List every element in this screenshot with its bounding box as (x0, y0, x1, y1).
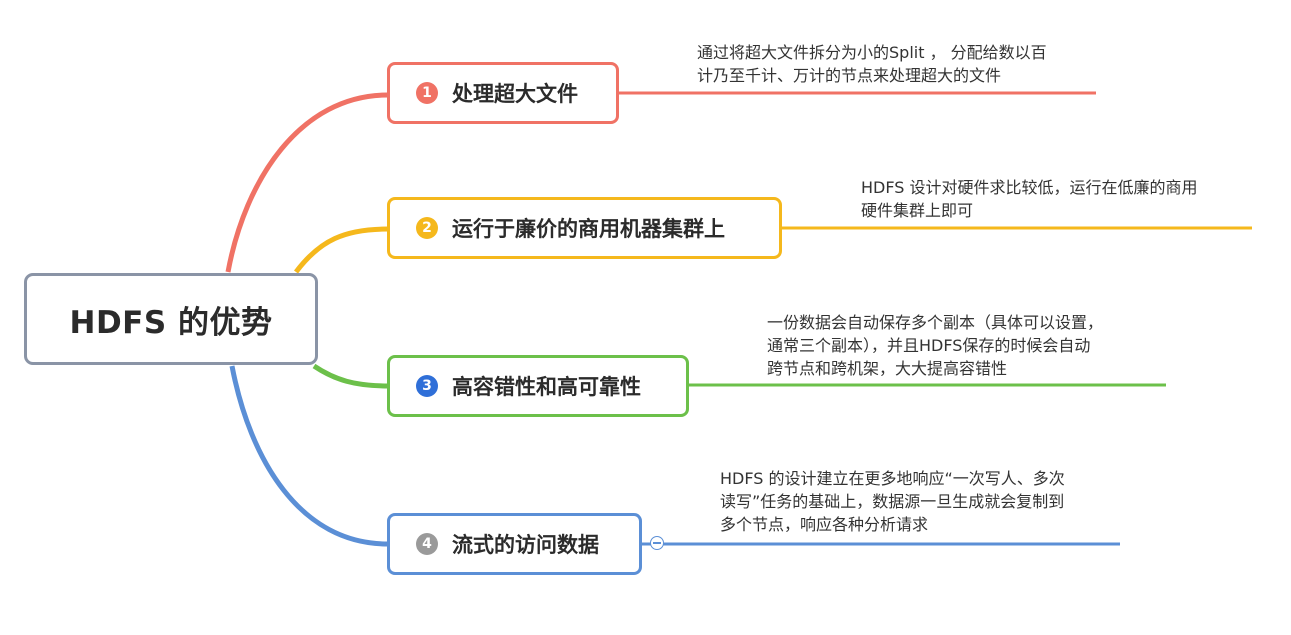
number-1-icon: 1 (416, 82, 438, 104)
topic-streaming-access[interactable]: 4 流式的访问数据 (387, 513, 642, 575)
note-fault-tolerance: 一份数据会自动保存多个副本（具体可以设置， 通常三个副本），并且HDFS保存的时… (767, 311, 1103, 380)
note-line: 通常三个副本），并且HDFS保存的时候会自动 (767, 336, 1091, 355)
connector-root-branch3 (312, 363, 389, 389)
number-4-icon: 4 (416, 533, 438, 555)
note-line: 读写”任务的基础上，数据源一旦生成就会复制到 (720, 492, 1065, 511)
collapse-toggle-icon[interactable] (650, 536, 664, 550)
connector-root-branch1 (225, 92, 389, 273)
note-line: HDFS 设计对硬件求比较低，运行在低廉的商用 (861, 178, 1198, 197)
topic-commodity-clusters[interactable]: 2 运行于廉价的商用机器集群上 (387, 197, 782, 259)
number-3-icon: 3 (416, 375, 438, 397)
note-line: 硬件集群上即可 (861, 201, 974, 220)
note-line: 通过将超大文件拆分为小的Split ， 分配给数以百 (697, 43, 1047, 62)
topic-label: 高容错性和高可靠性 (452, 375, 641, 399)
topic-process-large-files[interactable]: 1 处理超大文件 (387, 62, 619, 124)
topic-label: 运行于廉价的商用机器集群上 (452, 217, 725, 241)
number-2-icon: 2 (416, 217, 438, 239)
topic-label: 流式的访问数据 (452, 533, 599, 557)
note-line: HDFS 的设计建立在更多地响应“一次写人、多次 (720, 469, 1065, 488)
note-line: 跨节点和跨机架，大大提高容错性 (767, 359, 1008, 378)
note-process-large-files: 通过将超大文件拆分为小的Split ， 分配给数以百 计乃至千计、万计的节点来处… (697, 41, 1047, 87)
root-topic-label: HDFS 的优势 (69, 304, 273, 341)
note-line: 计乃至千计、万计的节点来处理超大的文件 (697, 66, 1002, 85)
note-streaming-access: HDFS 的设计建立在更多地响应“一次写人、多次 读写”任务的基础上，数据源一旦… (720, 467, 1065, 536)
connector-root-branch4 (229, 365, 389, 547)
topic-fault-tolerance[interactable]: 3 高容错性和高可靠性 (387, 355, 689, 417)
note-line: 多个节点，响应各种分析请求 (720, 515, 929, 534)
note-commodity-clusters: HDFS 设计对硬件求比较低，运行在低廉的商用 硬件集群上即可 (861, 176, 1198, 222)
topic-label: 处理超大文件 (452, 82, 578, 106)
note-line: 一份数据会自动保存多个副本（具体可以设置， (767, 313, 1104, 332)
connector-root-branch2 (294, 226, 389, 274)
root-topic[interactable]: HDFS 的优势 (24, 273, 318, 365)
